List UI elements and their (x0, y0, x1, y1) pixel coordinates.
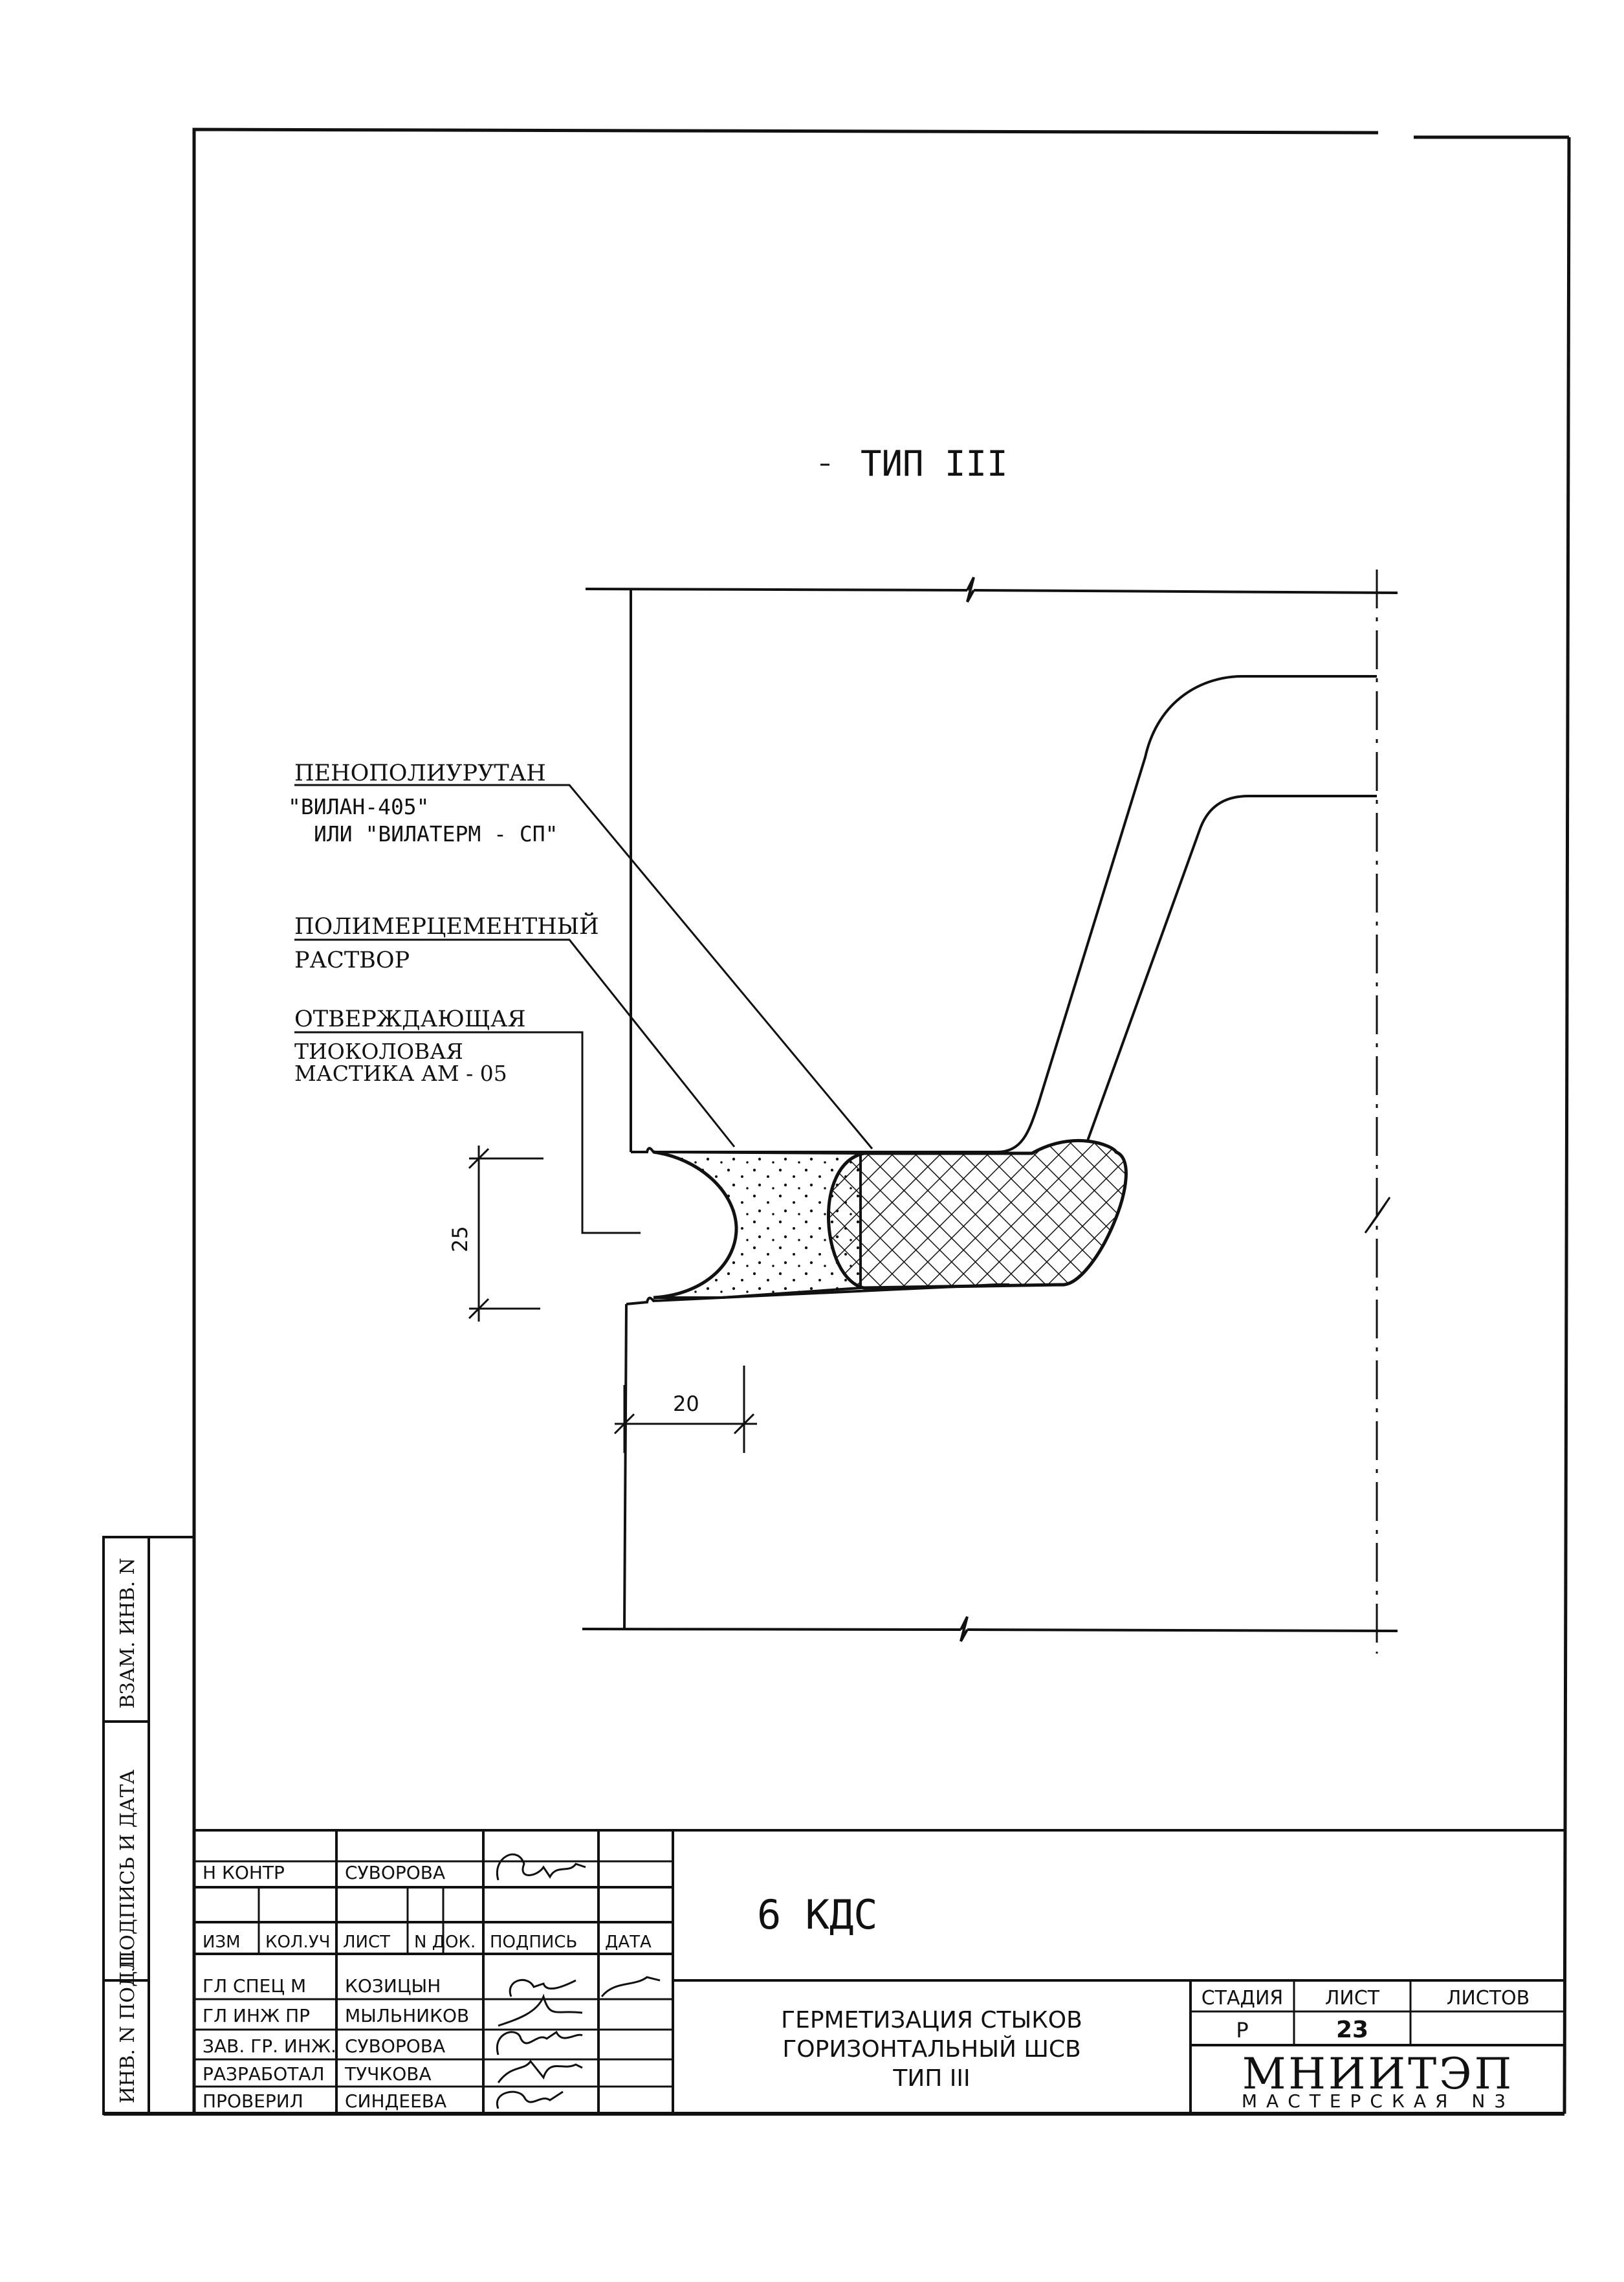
joint-section (582, 570, 1398, 1654)
callout-foam-line-3: ИЛИ "ВИЛАТЕРМ - СП" (314, 821, 558, 847)
header-count: КОЛ.УЧ (265, 1933, 330, 1952)
title-block (194, 1829, 1564, 2114)
row-top-0-name: СУВОРОВА (345, 1862, 445, 1883)
header-date: ДАТА (605, 1933, 652, 1952)
row-bottom-3-role: РАЗРАБОТАЛ (203, 2063, 325, 2085)
sheets-total-header: ЛИСТОВ (1447, 1987, 1530, 2010)
description-line-1: ГЕРМЕТИЗАЦИЯ СТЫКОВ (781, 2007, 1082, 2033)
foam-cord (826, 1138, 1128, 1290)
row-bottom-4-role: ПРОВЕРИЛ (203, 2090, 303, 2112)
signature-marks (496, 1976, 661, 2109)
dimension-vertical-label: 25 (448, 1226, 472, 1252)
organization-name: МНИИТЭП (1242, 2049, 1514, 2099)
dimension-horizontal: 20 (613, 1366, 757, 1453)
callout-foam-line-2: "ВИЛАН-405" (288, 794, 430, 819)
leader-lines (294, 784, 873, 1234)
description-line-3: ТИП III (892, 2065, 970, 2092)
row-bottom-1-name: МЫЛЬНИКОВ (345, 2005, 469, 2026)
mastic-cap (653, 1150, 738, 1300)
row-bottom-0-role: ГЛ СПЕЦ М (203, 1975, 306, 1997)
header-signature: ПОДПИСЬ (490, 1933, 577, 1952)
header-change: ИЗМ (203, 1933, 241, 1952)
row-bottom-2-name: СУВОРОВА (345, 2035, 445, 2057)
signature-mark (496, 1853, 586, 1881)
dimension-vertical: 25 (448, 1146, 543, 1322)
callout-mastic-line-3: МАСТИКА АМ - 05 (294, 1061, 507, 1086)
description-line-2: ГОРИЗОНТАЛЬНЫЙ ШСВ (782, 2035, 1081, 2063)
header-sheet: ЛИСТ (343, 1933, 390, 1952)
row-bottom-1-role: ГЛ ИНЖ ПР (203, 2005, 310, 2026)
stage-header: СТАДИЯ (1202, 1987, 1284, 2010)
side-stamp: ИНВ. N ПОДЛ. ПОДПИСЬ И ДАТА ВЗАМ. ИНВ. N (102, 1536, 194, 2115)
document-code: 6 КДС (757, 1891, 878, 1938)
stage-value: Р (1236, 2018, 1248, 2043)
row-bottom-0-name: КОЗИЦЫН (345, 1975, 441, 1997)
callout-mortar-line-2: РАСТВОР (294, 947, 410, 973)
row-bottom-2-role: ЗАВ. ГР. ИНЖ. (203, 2035, 336, 2057)
callout-mortar-line-1: ПОЛИМЕРЦЕМЕНТНЫЙ (294, 912, 599, 940)
drawing-title: ТИП III (861, 443, 1008, 484)
workshop-name: МАСТЕРСКАЯ N3 (1242, 2090, 1515, 2112)
side-stamp-replacement-inventory: ВЗАМ. ИНВ. N (116, 1558, 139, 1709)
side-stamp-original-inventory: ИНВ. N ПОДЛ. (116, 1949, 139, 2103)
callout-mastic-line-1: ОТВЕРЖДАЮЩАЯ (294, 1006, 526, 1032)
dimension-horizontal-label: 20 (673, 1391, 699, 1416)
sheet-frame (104, 127, 1571, 2116)
row-bottom-4-name: СИНДЕЕВА (345, 2090, 446, 2112)
callout-mastic: ОТВЕРЖДАЮЩАЯ ТИОКОЛОВАЯ МАСТИКА АМ - 05 (294, 1006, 526, 1086)
row-bottom-3-name: ТУЧКОВА (344, 2063, 432, 2085)
callout-foam: ПЕНОПОЛИУРУТАН "ВИЛАН-405" ИЛИ "ВИЛАТЕРМ… (288, 760, 558, 847)
callout-foam-line-1: ПЕНОПОЛИУРУТАН (294, 760, 546, 786)
header-doc-number: N ДОК. (414, 1933, 476, 1952)
sheet-number: 23 (1336, 2017, 1368, 2043)
sheet-header: ЛИСТ (1325, 1987, 1380, 2010)
row-top-0-role: Н КОНТР (203, 1862, 285, 1883)
callout-mortar: ПОЛИМЕРЦЕМЕНТНЫЙ РАСТВОР (294, 912, 599, 973)
callout-mastic-line-2: ТИОКОЛОВАЯ (294, 1039, 463, 1064)
side-stamp-signature-date: ПОДПИСЬ И ДАТА (116, 1769, 139, 1967)
